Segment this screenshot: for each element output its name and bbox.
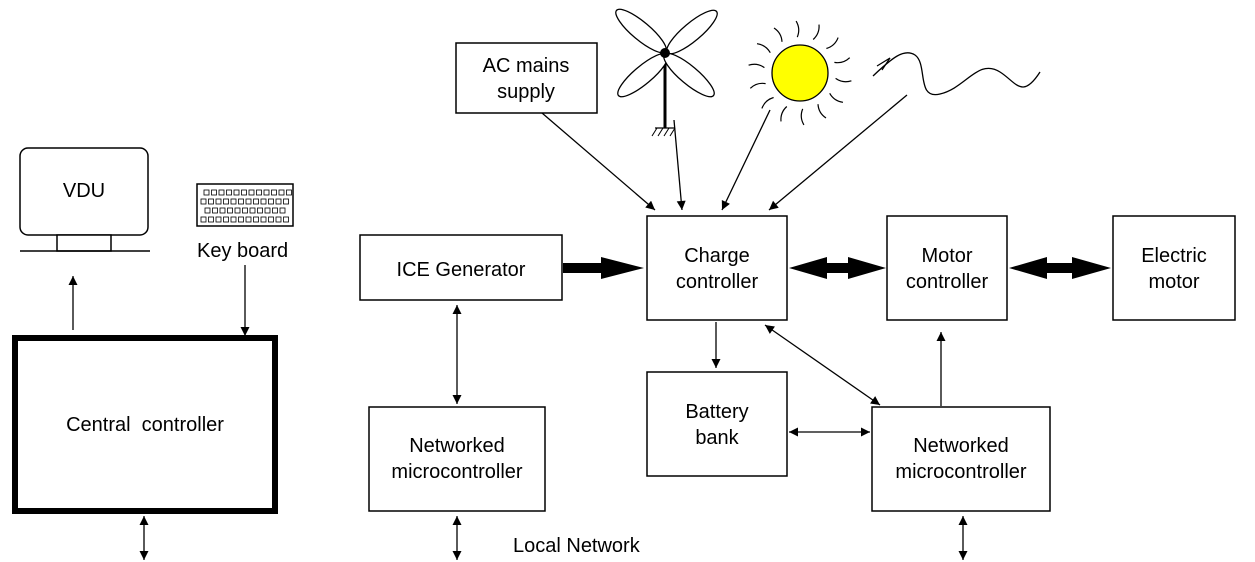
monitor-icon — [19, 147, 150, 252]
arrow-ac-mains-to-charge — [541, 112, 656, 211]
battery-bank-box — [646, 371, 788, 477]
keyboard-keys — [200, 189, 292, 223]
vdu-stand — [56, 234, 112, 252]
battery-bank-label-line1: Battery — [685, 401, 748, 423]
networked-micro-right-label-line2: microcontroller — [895, 461, 1026, 483]
local-network-label: Local Network — [513, 535, 641, 557]
keyboard-icon — [196, 183, 294, 227]
networked-micro-left-label-line1: Networked — [409, 435, 505, 457]
battery-bank-label-line2: bank — [695, 427, 739, 449]
sun-rays — [748, 20, 852, 126]
power-arrow-charge-motor — [789, 257, 886, 279]
wind-turbine-icon — [615, 8, 718, 137]
ice-generator-label: ICE Generator — [397, 259, 526, 281]
sun-disc — [771, 44, 829, 102]
electric-motor-label-line2: motor — [1148, 271, 1199, 293]
arrow-wind-to-charge — [673, 119, 686, 211]
central-controller-box — [12, 335, 278, 514]
charge-controller-box — [646, 215, 788, 321]
electric-motor-box — [1112, 215, 1236, 321]
sun-icon — [748, 20, 852, 126]
charge-controller-label-line1: Charge — [684, 245, 750, 267]
ice-generator-box — [359, 234, 563, 301]
power-arrow-motor-electric — [1009, 257, 1111, 279]
wave-icon — [872, 52, 1041, 96]
connectors — [68, 94, 968, 560]
electric-motor-label-line1: Electric — [1141, 245, 1207, 267]
keyboard-label: Key board — [197, 240, 288, 262]
motor-controller-label-line2: controller — [906, 271, 989, 293]
arrow-wave-to-charge — [768, 94, 908, 211]
networked-micro-left-box — [368, 406, 546, 512]
ac-mains-label-line2: supply — [497, 81, 555, 103]
motor-controller-label-line1: Motor — [921, 245, 972, 267]
networked-micro-right-label-line1: Networked — [913, 435, 1009, 457]
ac-mains-label-line1: AC mains — [483, 55, 570, 77]
central-controller-label: Central controller — [66, 414, 224, 436]
power-arrows — [563, 257, 1111, 279]
arrow-charge-micro-right — [764, 324, 881, 406]
ac-mains-box — [455, 42, 598, 114]
networked-micro-right-box — [871, 406, 1051, 512]
charge-controller-label-line2: controller — [676, 271, 759, 293]
networked-micro-left-label-line2: microcontroller — [391, 461, 522, 483]
arrow-sun-to-charge — [721, 109, 771, 211]
power-arrow-ice-to-charge — [563, 257, 644, 279]
motor-controller-box — [886, 215, 1008, 321]
vdu-label: VDU — [63, 180, 105, 202]
